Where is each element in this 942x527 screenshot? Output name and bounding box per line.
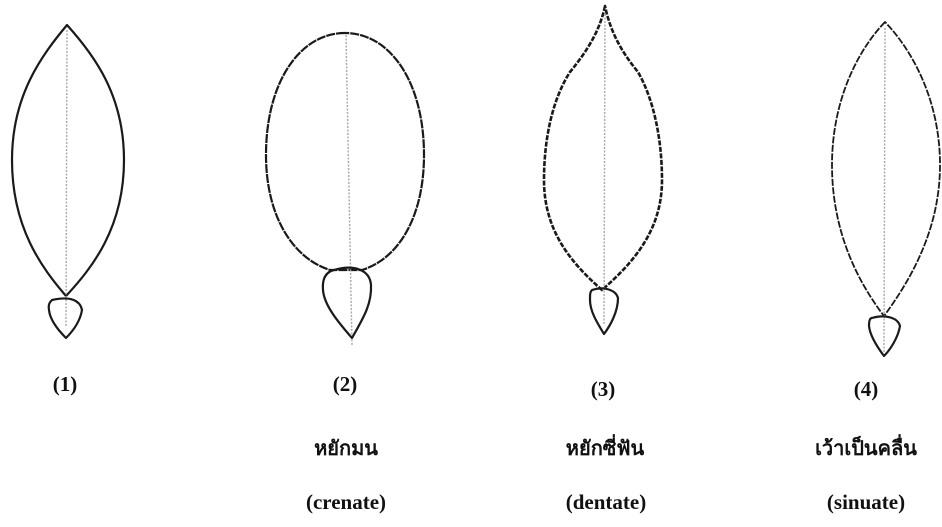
leaf-1-entire: [12, 25, 124, 338]
leaf-4-term: (sinuate): [827, 490, 905, 515]
leaf-4-thai-name: เว้าเป็นคลื่น: [815, 432, 917, 464]
leaf-1-midrib: [66, 30, 67, 326]
leaf-1-number: (1): [53, 372, 78, 397]
leaf-2-number: (2): [333, 372, 358, 397]
leaf-3-term: (dentate): [566, 490, 646, 515]
leaf-2-midrib: [346, 35, 352, 346]
leaf-3-number: (3): [591, 377, 616, 402]
leaf-3-blade: [544, 6, 662, 290]
leaf-4-midrib: [884, 28, 885, 352]
leaf-2-petiole: [323, 268, 371, 338]
leaf-3-midrib: [604, 14, 605, 324]
leaf-2-thai-name: หยักมน: [314, 432, 378, 464]
leaf-4-number: (4): [854, 377, 879, 402]
leaf-margin-diagram: [0, 0, 942, 360]
leaf-2-crenate: [266, 33, 424, 346]
leaf-1-blade: [12, 25, 124, 296]
leaf-2-blade: [266, 33, 424, 270]
leaf-4-blade: [832, 22, 940, 316]
leaf-2-term: (crenate): [306, 490, 386, 515]
leaf-3-thai-name: หยักซี่ฟัน: [566, 432, 644, 464]
leaf-4-sinuate: [832, 22, 940, 356]
leaf-3-dentate: [544, 6, 662, 334]
